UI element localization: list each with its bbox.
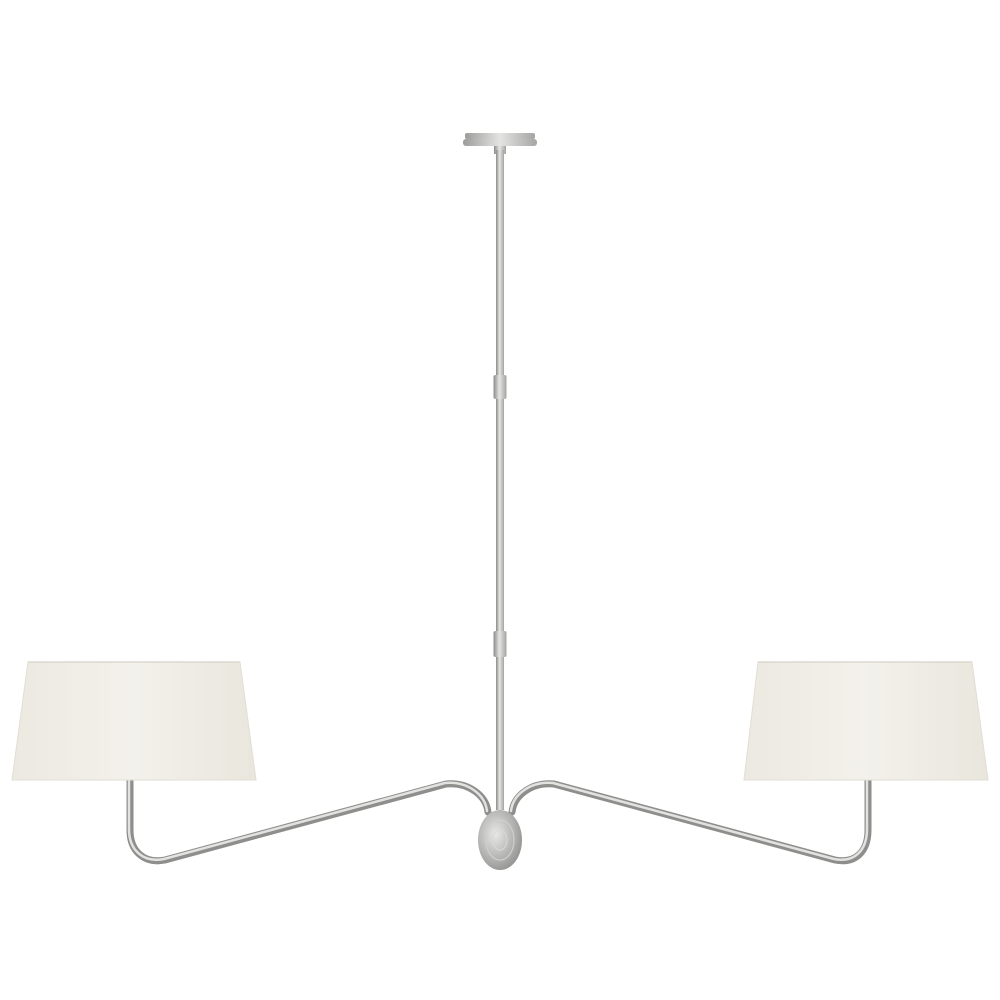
right-shade (743, 661, 989, 781)
downrod (493, 150, 507, 810)
lamp-shade-icon (11, 661, 257, 781)
center-hub-icon (478, 810, 522, 870)
lamp-shade-icon (743, 661, 989, 781)
left-shade (11, 661, 257, 781)
chandelier-arms (126, 776, 872, 865)
downrod-coupler-lower (493, 631, 507, 657)
downrod-coupler-upper (493, 375, 507, 399)
